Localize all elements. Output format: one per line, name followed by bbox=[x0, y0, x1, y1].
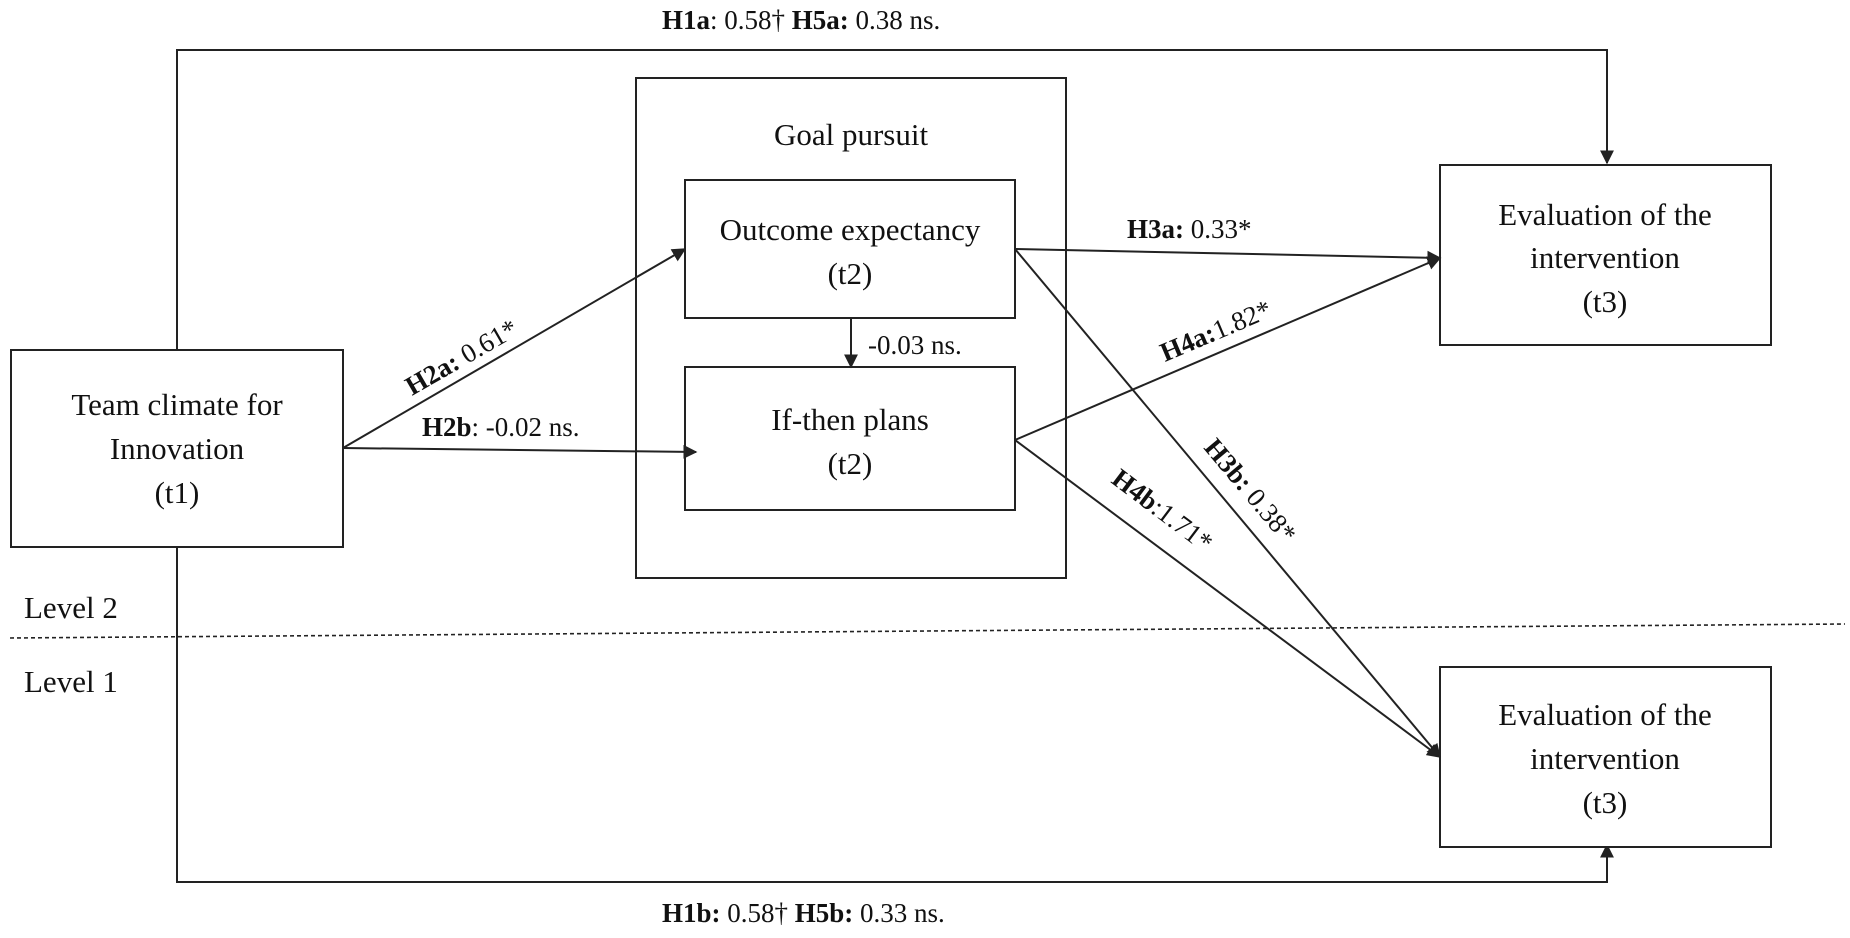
label-h2b: H2b: -0.02 ns. bbox=[422, 412, 580, 442]
label-h5b-value: 0.33 ns. bbox=[853, 898, 945, 928]
node-team-climate-line-2: Innovation bbox=[110, 431, 245, 466]
node-evaluation-level-1: Evaluation of the intervention (t3) bbox=[1439, 666, 1772, 848]
node-if-then-plans-line-1: If-then plans bbox=[771, 402, 929, 437]
node-team-climate-line-1: Team climate for bbox=[71, 387, 283, 422]
label-h1a-code: H1a bbox=[662, 5, 711, 35]
label-oe-to-itp: -0.03 ns. bbox=[868, 330, 962, 360]
label-h2b-code: H2b bbox=[422, 412, 472, 442]
node-evaluation-level-1-line-1: Evaluation of the bbox=[1498, 697, 1712, 732]
node-outcome-expectancy-line-2: (t2) bbox=[828, 256, 873, 291]
label-h4b: H4b:1.71* bbox=[1106, 463, 1218, 558]
label-h4a: H4a:1.82* bbox=[1156, 294, 1276, 368]
node-outcome-expectancy: Outcome expectancy (t2) bbox=[684, 179, 1016, 319]
label-h4b-value: :1.71* bbox=[1146, 493, 1219, 558]
node-evaluation-level-1-line-3: (t3) bbox=[1583, 785, 1628, 820]
label-h5a-value: 0.38 ns. bbox=[849, 5, 941, 35]
edge-h4b bbox=[1014, 439, 1442, 758]
goal-pursuit-title: Goal pursuit bbox=[774, 117, 929, 152]
label-h3a-code: H3a: bbox=[1127, 214, 1184, 244]
label-h1a-h5a: H1a: 0.58† H5a: 0.38 ns. bbox=[662, 5, 940, 35]
edge-h4a bbox=[1014, 256, 1442, 441]
label-h5b-code: H5b: bbox=[795, 898, 854, 928]
node-team-climate: Team climate for Innovation (t1) bbox=[10, 349, 344, 548]
label-h1b-code: H1b: bbox=[662, 898, 721, 928]
edge-h2a bbox=[342, 248, 687, 449]
label-h4a-code: H4a: bbox=[1156, 318, 1220, 368]
label-h4a-value: 1.82* bbox=[1208, 294, 1276, 345]
node-evaluation-level-2-line-2: intervention bbox=[1530, 240, 1680, 275]
label-h3a: H3a: 0.33* bbox=[1127, 214, 1252, 244]
node-evaluation-level-1-line-2: intervention bbox=[1530, 741, 1680, 776]
edge-h2b bbox=[342, 444, 698, 459]
label-h5a-code: H5a: bbox=[792, 5, 849, 35]
label-h3b-value: 0.38* bbox=[1236, 477, 1302, 548]
level-2-label: Level 2 bbox=[24, 590, 118, 625]
node-if-then-plans: If-then plans (t2) bbox=[684, 366, 1016, 511]
node-if-then-plans-line-2: (t2) bbox=[828, 446, 873, 481]
node-outcome-expectancy-line-1: Outcome expectancy bbox=[720, 212, 981, 247]
label-h2b-value: : -0.02 ns. bbox=[472, 412, 580, 442]
level-1-label: Level 1 bbox=[24, 664, 118, 699]
level-divider-line bbox=[9, 623, 1846, 639]
label-h1b-h5b: H1b: 0.58† H5b: 0.33 ns. bbox=[662, 898, 945, 928]
node-evaluation-level-2-line-1: Evaluation of the bbox=[1498, 197, 1712, 232]
node-evaluation-level-2-line-3: (t3) bbox=[1583, 284, 1628, 319]
edge-h1a-h5a bbox=[176, 49, 1614, 350]
label-h2a: H2a: 0.61* bbox=[400, 313, 523, 401]
edge-h3b bbox=[1014, 248, 1441, 759]
node-team-climate-line-3: (t1) bbox=[155, 475, 200, 510]
edge-h3a bbox=[1014, 248, 1442, 265]
label-h3a-value: 0.33* bbox=[1184, 214, 1252, 244]
label-h1a-value: : 0.58† bbox=[710, 5, 792, 35]
edge-h1b-h5b bbox=[176, 547, 1614, 883]
label-h1b-value: 0.58† bbox=[721, 898, 795, 928]
node-evaluation-level-2: Evaluation of the intervention (t3) bbox=[1439, 164, 1772, 346]
